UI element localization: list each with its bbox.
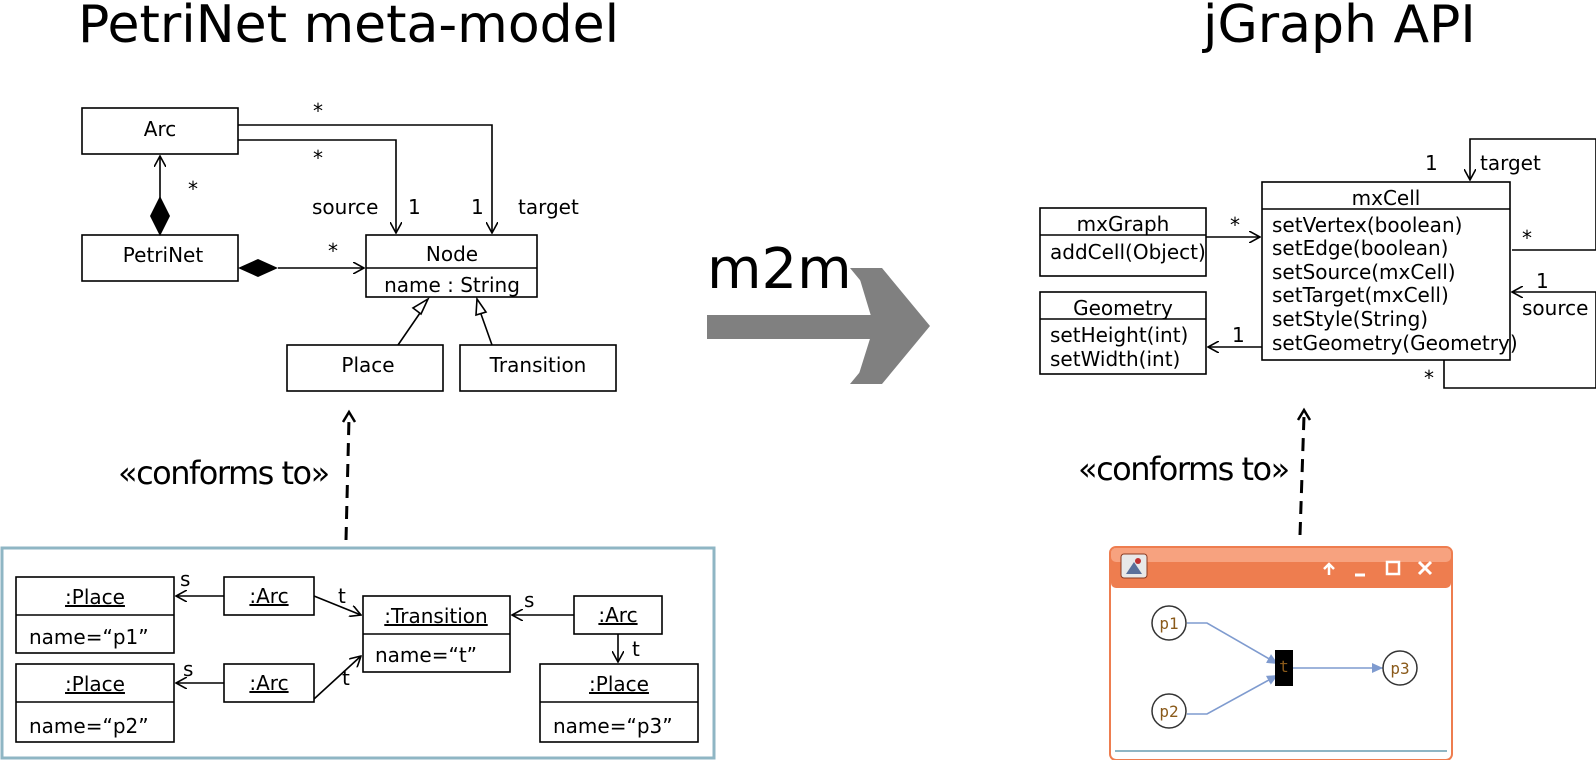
label-t-3: t [632, 637, 640, 661]
composition-diamond-arc [150, 196, 170, 236]
object-arc-1 [223, 576, 315, 616]
graph-node-t-label: t [1279, 657, 1289, 676]
class-petrinet [81, 234, 239, 282]
graph-edge-p2-t[interactable] [1187, 674, 1279, 715]
graph-node-p3[interactable]: p3 [1382, 650, 1418, 686]
m2m-arrow [707, 268, 930, 384]
role-target: target [1480, 151, 1541, 175]
class-mxcell-method-4: setStyle(String) [1272, 307, 1428, 331]
class-mxcell-name: mxCell [1352, 186, 1421, 210]
object-place-p1-name: :Place [65, 585, 125, 609]
window-maximize-button[interactable] [1385, 560, 1401, 576]
label-s-1: s [180, 567, 190, 591]
graph-node-p2-label: p2 [1159, 702, 1178, 721]
window-close-button[interactable] [1417, 560, 1433, 576]
object-place-p1-attr: name=“p1” [29, 625, 149, 649]
class-place [286, 344, 444, 392]
inheritance-triangle-transition [475, 296, 488, 317]
class-transition [459, 344, 617, 392]
class-node [365, 234, 538, 298]
mult-source-one: 1 [1536, 269, 1549, 293]
class-geometry-method-1: setWidth(int) [1050, 347, 1180, 371]
jgraph-window: p1 p2 p3 t [1109, 546, 1453, 760]
object-place-p2-attr: name=“p2” [29, 714, 149, 738]
instance-model: :Place name=“p1” :Place name=“p2” :Arc :… [0, 546, 716, 760]
object-place-p2 [15, 663, 175, 743]
conforms-label-right: «conforms to» [1078, 450, 1289, 488]
object-arc-3 [573, 595, 663, 635]
graph-node-p1-label: p1 [1159, 614, 1178, 633]
role-target: target [518, 195, 579, 219]
right-title: jGraph API [1202, 0, 1476, 55]
label-s-2: s [183, 657, 193, 681]
label-t-2: t [342, 666, 350, 690]
object-transition-attr: name=“t” [375, 643, 477, 667]
role-source: source [1522, 296, 1588, 320]
m2m-label: m2m [707, 237, 852, 302]
mult-source-one: 1 [408, 195, 421, 219]
mult-graph-cell: * [1230, 213, 1240, 237]
role-source: source [312, 195, 378, 219]
label-t-1: t [338, 584, 346, 608]
object-transition-name: :Transition [384, 604, 487, 628]
graph-node-p2[interactable]: p2 [1151, 693, 1187, 729]
class-mxcell [1261, 181, 1511, 361]
class-mxgraph-method-0: addCell(Object) [1050, 240, 1206, 264]
graph-node-p1[interactable]: p1 [1151, 605, 1187, 641]
object-place-p3 [539, 663, 699, 743]
label-s-3: s [524, 588, 534, 612]
class-mxcell-method-0: setVertex(boolean) [1272, 213, 1462, 237]
conforms-arrow-left [344, 417, 351, 541]
window-app-icon [1120, 553, 1148, 579]
mult-source-star: * [1424, 366, 1434, 390]
mult-node-comp: * [328, 239, 338, 263]
class-node-name: Node [426, 242, 478, 266]
mult-target-star: * [1522, 226, 1532, 250]
jgraph-api-model: mxGraph addCell(Object) Geometry setHeig… [1039, 138, 1596, 390]
graph-node-t[interactable]: t [1275, 650, 1293, 686]
left-title: PetriNet meta-model [78, 0, 619, 55]
composition-diamond-node [238, 259, 278, 277]
class-mxgraph-name: mxGraph [1077, 212, 1170, 236]
class-place-name: Place [341, 353, 394, 377]
mult-arc-top: * [313, 99, 323, 123]
object-arc-2-name: :Arc [249, 671, 288, 695]
conforms-label-left: «conforms to» [118, 454, 329, 492]
object-place-p3-name: :Place [589, 672, 649, 696]
object-arc-3-name: :Arc [598, 603, 637, 627]
window-pin-button[interactable] [1323, 562, 1335, 575]
conforms-arrow-right [1298, 415, 1306, 536]
petrinet-metamodel: Arc PetriNet Node name : String Place Tr… [81, 99, 617, 392]
graph-node-p3-label: p3 [1390, 659, 1409, 678]
mult-target-one: 1 [471, 195, 484, 219]
class-mxcell-method-3: setTarget(mxCell) [1272, 283, 1449, 307]
class-petrinet-name: PetriNet [123, 243, 204, 267]
class-arc [81, 107, 239, 155]
class-geometry [1039, 291, 1207, 375]
class-mxcell-method-2: setSource(mxCell) [1272, 260, 1456, 284]
class-geometry-name: Geometry [1073, 296, 1173, 320]
class-node-attr: name : String [384, 273, 520, 297]
graph-edge-p1-t[interactable] [1187, 622, 1279, 665]
class-mxgraph [1039, 207, 1207, 277]
mult-arc-mid: * [313, 146, 323, 170]
class-transition-name: Transition [489, 353, 587, 377]
object-arc-1-name: :Arc [249, 584, 288, 608]
mult-arc-comp: * [188, 177, 198, 201]
mult-target-one: 1 [1425, 151, 1438, 175]
object-place-p2-name: :Place [65, 672, 125, 696]
class-mxcell-method-5: setGeometry(Geometry) [1272, 331, 1518, 355]
mult-geometry-one: 1 [1232, 323, 1245, 347]
class-mxcell-method-1: setEdge(boolean) [1272, 236, 1448, 260]
object-place-p3-attr: name=“p3” [553, 714, 673, 738]
inheritance-triangle-place [411, 296, 430, 316]
class-geometry-method-0: setHeight(int) [1050, 323, 1188, 347]
class-arc-name: Arc [144, 117, 176, 141]
